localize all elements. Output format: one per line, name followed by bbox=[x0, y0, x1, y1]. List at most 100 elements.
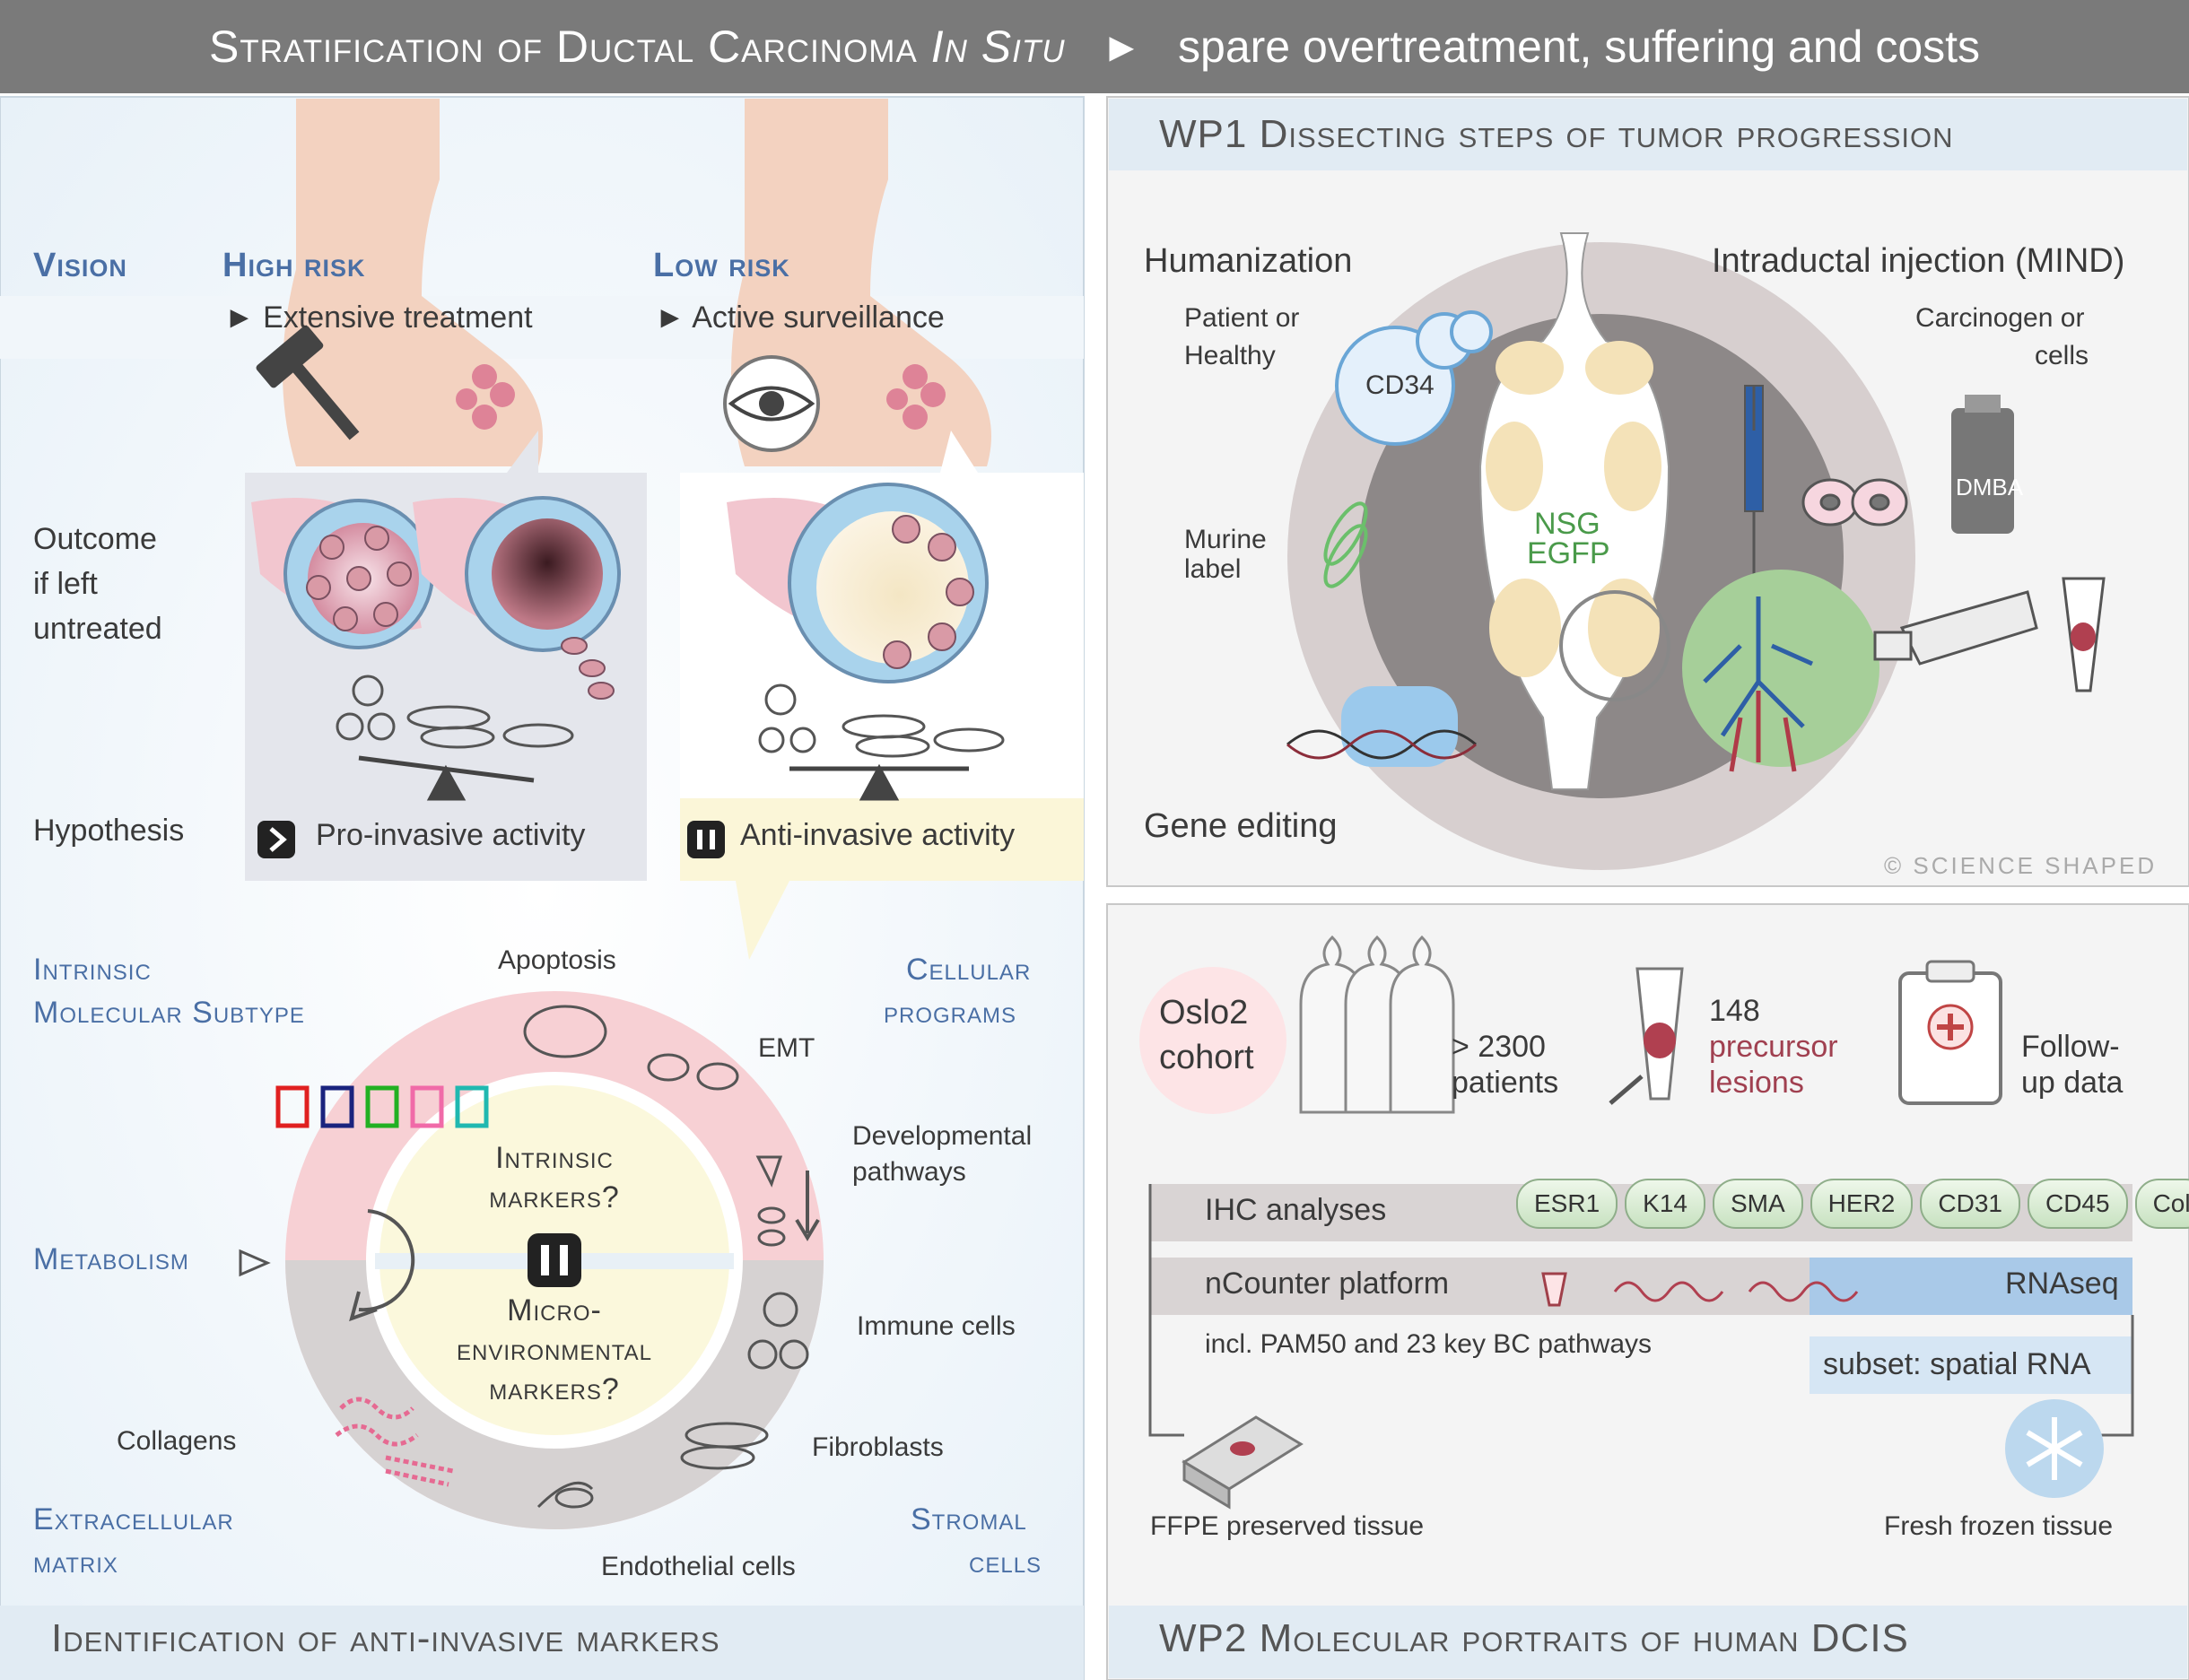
eye-icon bbox=[723, 355, 820, 452]
pause-icon bbox=[687, 821, 725, 858]
metabolism-cycle-icon bbox=[349, 1209, 415, 1322]
ncounter-label: nCounter platform bbox=[1205, 1267, 1450, 1301]
murine-label-1: Murine bbox=[1184, 525, 1267, 554]
lesions-label-1: 148 bbox=[1709, 994, 1760, 1028]
endothelial-label: Endothelial cells bbox=[601, 1552, 796, 1581]
patients-label-1: > 2300 bbox=[1452, 1030, 1546, 1064]
duct-section-invasive bbox=[413, 496, 621, 700]
wp1-title: WP1 Dissecting steps of tumor progressio… bbox=[1159, 112, 1954, 156]
cd34-cell-icon bbox=[1335, 310, 1493, 446]
ihc-marker-pill: CD31 bbox=[1920, 1179, 2020, 1229]
spatial-band bbox=[1810, 1336, 2132, 1394]
patients-label-2: patients bbox=[1452, 1066, 1559, 1100]
copyright-label: © SCIENCE SHAPED bbox=[1884, 852, 2158, 879]
low-risk-label: Low risk bbox=[653, 247, 790, 284]
hypothesis-label: Hypothesis bbox=[33, 814, 185, 848]
injection-site bbox=[1682, 570, 1879, 767]
carcinogen-label-2: cells bbox=[2035, 341, 2089, 370]
pro-invasive-label: Pro-invasive activity bbox=[316, 818, 586, 852]
header-subtitle: spare overtreatment, suffering and costs bbox=[1178, 22, 1981, 72]
wp2-footer-band bbox=[1109, 1606, 2187, 1678]
hammer-icon bbox=[256, 325, 360, 440]
ihc-marker-pill: CD45 bbox=[2027, 1179, 2128, 1229]
wp1-title-band bbox=[1109, 99, 2187, 170]
developmental-label-1: Developmental bbox=[852, 1121, 1033, 1151]
emt-label: EMT bbox=[758, 1033, 815, 1063]
wp2-footer-title: WP2 Molecular portraits of human DCIS bbox=[1159, 1616, 1909, 1660]
developmental-label-2: pathways bbox=[852, 1157, 966, 1187]
tube-icon bbox=[2062, 577, 2106, 692]
high-risk-label: High risk bbox=[222, 247, 366, 284]
dmba-label: DMBA bbox=[1956, 474, 2024, 501]
stromal-label-2: cells bbox=[969, 1545, 1042, 1580]
intraductal-label: Intraductal injection (MIND) bbox=[1712, 242, 2125, 280]
mouse-icon bbox=[1478, 232, 1670, 790]
subtype-color-boxes bbox=[275, 1085, 489, 1128]
outcome-label-1: Outcome bbox=[33, 522, 157, 556]
oslo-circle bbox=[1139, 967, 1286, 1114]
markers-ring bbox=[285, 991, 824, 1529]
ncounter-band bbox=[1150, 1258, 1810, 1315]
gene-editing-label: Gene editing bbox=[1144, 807, 1338, 845]
apoptosis-label: Apoptosis bbox=[498, 945, 616, 975]
humanization-label: Humanization bbox=[1144, 242, 1353, 280]
culture-flask-icon bbox=[1873, 590, 2038, 666]
lesion-tube-icon bbox=[1609, 967, 1684, 1105]
stromal-cells-icons bbox=[336, 675, 1005, 758]
patient-label-1: Patient or bbox=[1184, 303, 1300, 333]
lesions-label-3: lesions bbox=[1709, 1066, 1804, 1100]
metabolism-label: Metabolism bbox=[33, 1242, 189, 1276]
duct-section-low bbox=[727, 483, 989, 683]
micro-markers-1: Micro- bbox=[507, 1293, 602, 1327]
oslo-label-1: Oslo2 bbox=[1159, 994, 1249, 1032]
ihc-marker-pill: K14 bbox=[1625, 1179, 1705, 1229]
intrinsic-markers-2: markers? bbox=[489, 1180, 620, 1214]
rnaseq-band bbox=[1810, 1258, 2132, 1315]
anti-invasive-label: Anti-invasive activity bbox=[740, 818, 1016, 852]
egfp-label: EGFP bbox=[1527, 536, 1610, 570]
ecm-label-1: Extracellular bbox=[33, 1502, 234, 1536]
balance-low bbox=[789, 763, 969, 801]
cd34-label: CD34 bbox=[1365, 370, 1435, 400]
ecm-label-2: matrix bbox=[33, 1545, 118, 1580]
intrinsic-markers-1: Intrinsic bbox=[495, 1141, 614, 1175]
ihc-label: IHC analyses bbox=[1205, 1193, 1387, 1227]
ihc-marker-pill: SMA bbox=[1712, 1179, 1803, 1229]
rnaseq-label: RNAseq bbox=[2005, 1267, 2119, 1301]
left-footer-band bbox=[0, 1606, 1084, 1680]
high-risk-treatment: ► Extensive treatment bbox=[224, 300, 533, 335]
patient-label-2: Healthy bbox=[1184, 341, 1276, 370]
stromal-label-1: Stromal bbox=[911, 1502, 1027, 1536]
duct-section-dcis bbox=[251, 498, 434, 649]
duct-icon-high bbox=[456, 364, 515, 430]
vision-label: Vision bbox=[33, 247, 127, 284]
micro-markers-2: environmental bbox=[457, 1333, 652, 1367]
left-footer-title: Identification of anti-invasive markers bbox=[51, 1616, 720, 1660]
mrna-wave bbox=[1613, 1281, 1724, 1302]
incl-label: incl. PAM50 and 23 key BC pathways bbox=[1205, 1329, 1653, 1359]
lesions-label-2: precursor bbox=[1709, 1030, 1838, 1064]
bracket-right bbox=[2099, 1315, 2134, 1437]
ffpe-block-icon bbox=[1182, 1415, 1304, 1510]
header-title: Stratification of Ductal Carcinoma In Si… bbox=[208, 22, 1066, 72]
forward-icon bbox=[257, 821, 295, 858]
syringe-icon bbox=[1744, 385, 1764, 596]
duct-icon-low bbox=[886, 364, 946, 430]
patients-icon bbox=[1299, 935, 1455, 1114]
clipboard-icon bbox=[1898, 960, 2002, 1105]
developmental-arrow-icon bbox=[795, 1171, 820, 1241]
nsg-label: NSG bbox=[1534, 507, 1600, 541]
ffpe-label: FFPE preserved tissue bbox=[1150, 1511, 1425, 1541]
bracket-left bbox=[1148, 1184, 1184, 1437]
micro-markers-3: markers? bbox=[489, 1372, 620, 1406]
oslo-label-2: cohort bbox=[1159, 1039, 1254, 1076]
intrinsic-subtype-label-1: Intrinsic bbox=[33, 953, 152, 987]
followup-label-2: up data bbox=[2021, 1066, 2124, 1100]
carcinogen-label-1: Carcinogen or bbox=[1915, 303, 2085, 333]
ring-cell-icons bbox=[523, 1005, 809, 1509]
dna-scissors-icon bbox=[1286, 686, 1477, 767]
subtype-box-4 bbox=[410, 1085, 444, 1128]
snowflake-icon bbox=[2005, 1399, 2104, 1498]
